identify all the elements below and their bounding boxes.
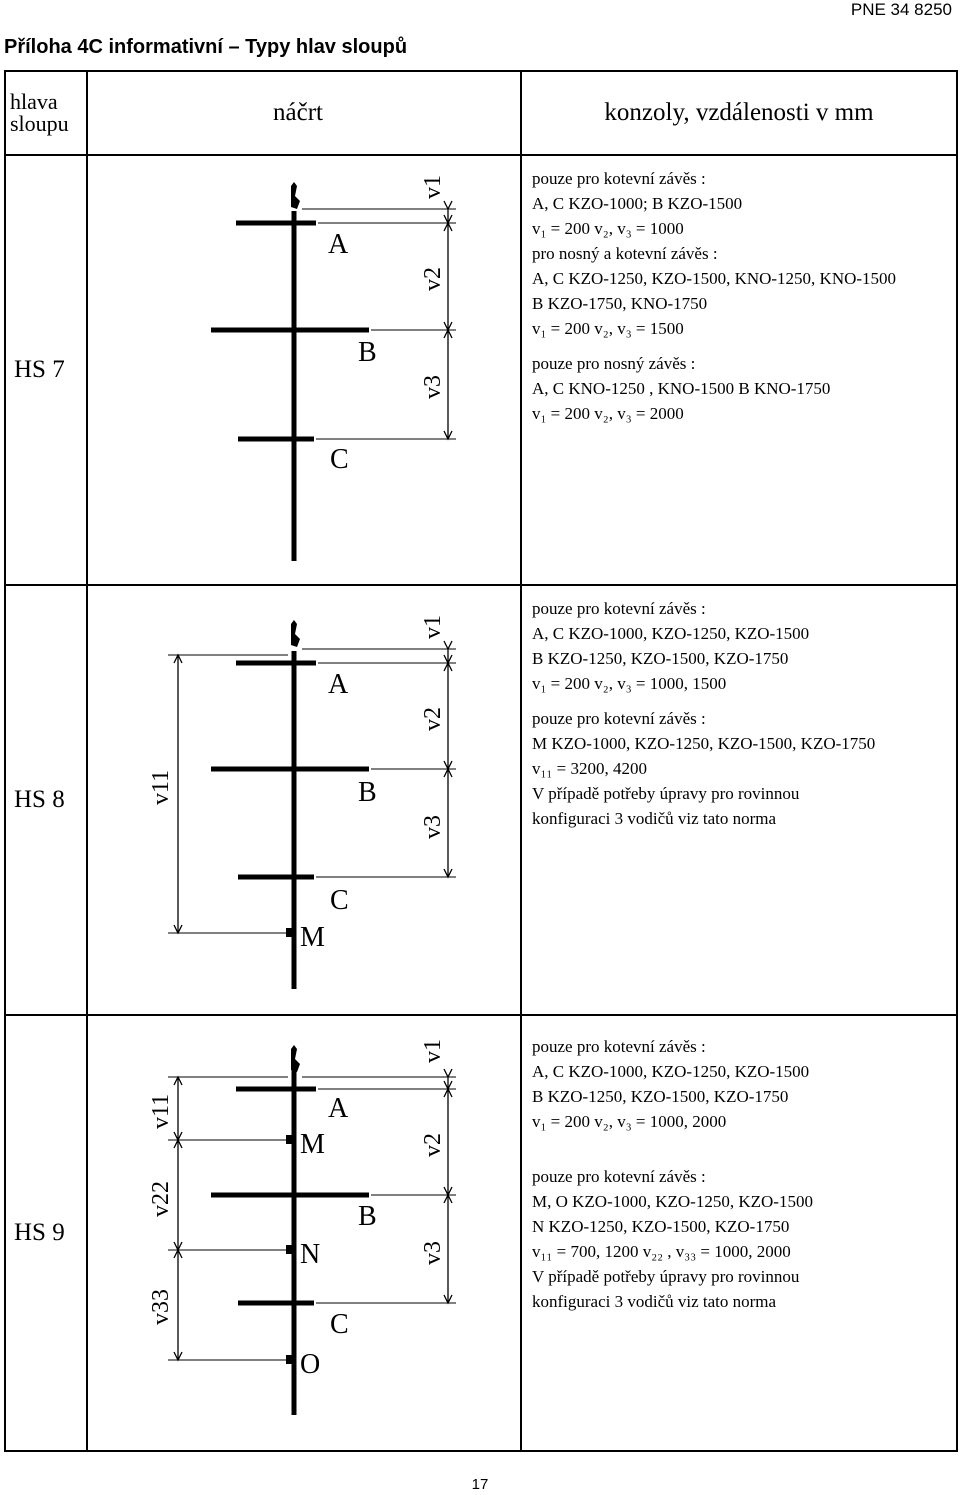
console-text-line: B KZO-1250, KZO-1500, KZO-1750 <box>532 1087 789 1106</box>
point-m-label: M <box>300 1129 325 1160</box>
dimension-v2-label: v2 <box>420 1133 446 1157</box>
dimension-v1-label: v1 <box>420 615 446 639</box>
dimension-v3-label: v3 <box>420 815 446 839</box>
table-header-row: hlava sloupu náčrt konzoly, vzdálenosti … <box>4 70 958 156</box>
console-text-line: v₁ = 200 v₂, v₃ = 2000 <box>532 404 684 423</box>
console-text-line: v₁ = 200 v₂, v₃ = 1000, 1500 <box>532 674 727 693</box>
arm-a-label: A <box>328 1093 349 1124</box>
point-m-marker <box>286 1135 295 1144</box>
console-text-line: M, O KZO-1000, KZO-1250, KZO-1500 <box>532 1192 813 1211</box>
console-text-line: pouze pro kotevní závěs : <box>532 1167 706 1186</box>
console-text-line: A, C KZO-1000, KZO-1250, KZO-1500 <box>532 1062 810 1081</box>
page-number: 17 <box>471 1476 489 1493</box>
column-header-line-2: sloupu <box>10 111 69 136</box>
console-text-line: konfiguraci 3 vodičů viz tato norma <box>532 809 777 828</box>
pole-head-table: hlava sloupu náčrt konzoly, vzdálenosti … <box>4 70 958 1452</box>
sketch-cell: A B C M <box>86 584 522 1016</box>
console-text-line: B KZO-1750, KNO-1750 <box>532 294 708 313</box>
pole-sketch-hs7: A B C v1 v2 v3 <box>211 175 456 561</box>
table-row: HS 8 A B C M <box>4 584 958 1016</box>
point-o-marker <box>286 1355 295 1364</box>
console-text-line: V případě potřeby úpravy pro rovinnou <box>532 784 800 803</box>
console-text-line: B KZO-1250, KZO-1500, KZO-1750 <box>532 649 789 668</box>
console-text-line: A, C KZO-1000, KZO-1250, KZO-1500 <box>532 624 810 643</box>
consoles-cell: pouze pro kotevní závěs : A, C KZO-1000;… <box>520 154 958 586</box>
point-o-label: O <box>300 1349 320 1380</box>
pole-head-label: HS 7 <box>4 154 88 586</box>
insulator-top <box>291 182 300 209</box>
dimension-v3-label: v3 <box>420 1241 446 1265</box>
spacer <box>532 1134 956 1164</box>
dimension-arrows <box>173 1068 453 1362</box>
spacer <box>532 696 956 706</box>
point-m-marker <box>286 928 295 937</box>
pole-head-label: HS 9 <box>4 1014 88 1452</box>
table-row: HS 7 A B C <box>4 154 958 586</box>
dimension-v1-label: v1 <box>420 1039 446 1063</box>
console-text-line: v₁ = 200 v₂, v₃ = 1000 <box>532 219 684 238</box>
arm-c-label: C <box>330 885 349 916</box>
arm-b-label: B <box>358 1201 377 1232</box>
page-title: Příloha 4C informativní – Typy hlav slou… <box>4 36 408 58</box>
arm-c-label: C <box>330 444 349 475</box>
console-text-line: pouze pro kotevní závěs : <box>532 169 706 188</box>
dimension-v22-label: v22 <box>148 1181 174 1217</box>
table-row: HS 9 A B C M N O <box>4 1014 958 1452</box>
arm-a-label: A <box>328 669 349 700</box>
console-text-line: konfiguraci 3 vodičů viz tato norma <box>532 1292 777 1311</box>
console-text-line: pouze pro kotevní závěs : <box>532 1037 706 1056</box>
insulator-top <box>291 620 300 647</box>
console-text-line: pouze pro kotevní závěs : <box>532 709 706 728</box>
consoles-cell: pouze pro kotevní závěs : A, C KZO-1000,… <box>520 584 958 1016</box>
arm-b-label: B <box>358 337 377 368</box>
arm-b-label: B <box>358 777 377 808</box>
dimension-v33-label: v33 <box>148 1289 174 1325</box>
dimension-v2-label: v2 <box>420 267 446 291</box>
dimension-v1-label: v1 <box>420 175 446 199</box>
consoles-cell: pouze pro kotevní závěs : A, C KZO-1000,… <box>520 1014 958 1452</box>
point-n-marker <box>286 1245 295 1254</box>
column-header-sketch: náčrt <box>86 70 522 156</box>
column-header-line-1: hlava <box>10 89 58 114</box>
console-text-line: N KZO-1250, KZO-1500, KZO-1750 <box>532 1217 790 1236</box>
dimension-arrows <box>443 200 453 441</box>
dimension-v11-label: v11 <box>148 770 174 805</box>
console-text-line: pro nosný a kotevní závěs : <box>532 244 718 263</box>
sketch-cell: A B C M N O <box>86 1014 522 1452</box>
point-m-label: M <box>300 922 325 953</box>
console-text-line: v₁ = 200 v₂, v₃ = 1500 <box>532 319 684 338</box>
console-text-line: v₁₁ = 700, 1200 v₂₂ , v₃₃ = 1000, 2000 <box>532 1242 791 1261</box>
dimension-v11-label: v11 <box>148 1094 174 1129</box>
dimension-v3-label: v3 <box>420 375 446 399</box>
console-text-line: A, C KZO-1000; B KZO-1500 <box>532 194 743 213</box>
console-text-line: pouze pro kotevní závěs : <box>532 599 706 618</box>
column-header-consoles: konzoly, vzdálenosti v mm <box>520 70 958 156</box>
dimension-arrows <box>173 640 453 935</box>
console-text-line: A, C KZO-1250, KZO-1500, KNO-1250, KNO-1… <box>532 269 897 288</box>
column-header-pole-head: hlava sloupu <box>4 70 88 156</box>
pole-sketch-hs9: A B C M N O <box>148 1039 456 1415</box>
dimension-v2-label: v2 <box>420 707 446 731</box>
console-text-line: v₁ = 200 v₂, v₃ = 1000, 2000 <box>532 1112 727 1131</box>
console-text-line: pouze pro nosný závěs : <box>532 354 696 373</box>
document-code: PNE 34 8250 <box>850 0 952 19</box>
spacer <box>532 341 956 351</box>
console-text-line: v₁₁ = 3200, 4200 <box>532 759 647 778</box>
console-text-line: A, C KNO-1250 , KNO-1500 B KNO-1750 <box>532 379 831 398</box>
console-text-line: M KZO-1000, KZO-1250, KZO-1500, KZO-1750 <box>532 734 876 753</box>
insulator-top <box>291 1045 300 1072</box>
arm-a-label: A <box>328 229 349 260</box>
point-n-label: N <box>300 1239 320 1270</box>
pole-sketch-hs8: A B C M <box>148 615 456 989</box>
pole-head-label: HS 8 <box>4 584 88 1016</box>
sketch-cell: A B C v1 v2 v3 <box>86 154 522 586</box>
console-text-line: V případě potřeby úpravy pro rovinnou <box>532 1267 800 1286</box>
arm-c-label: C <box>330 1309 349 1340</box>
